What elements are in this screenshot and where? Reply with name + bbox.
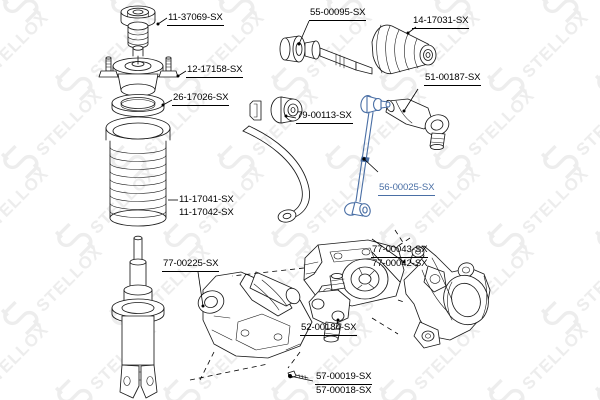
callout-26-17026-SX[interactable]: 26-17026-SX bbox=[172, 92, 230, 106]
callout-55-00095-SX[interactable]: 55-00095-SX bbox=[309, 7, 367, 21]
callout-code: 79-00113-SX bbox=[296, 110, 353, 124]
callout-code: 51-00187-SX bbox=[424, 72, 482, 86]
part-lower-control-arm bbox=[197, 271, 313, 359]
callout-77-00225-SX[interactable]: 77-00225-SX bbox=[162, 258, 220, 272]
callout-code: 77-00042-SX bbox=[372, 257, 428, 269]
part-12-17158-SX bbox=[98, 55, 179, 97]
boot-convolutions bbox=[109, 146, 167, 218]
callout-code: 12-17158-SX bbox=[186, 64, 244, 78]
callout-51-00187-SX[interactable]: 51-00187-SX bbox=[424, 72, 482, 86]
rack-boot-convolutions bbox=[376, 24, 419, 75]
part-56-00025-SX bbox=[344, 95, 391, 217]
callout-code: 52-00184-SX bbox=[300, 322, 358, 336]
callout-code: 57-00019-SX bbox=[315, 371, 373, 385]
part-55-00095-SX bbox=[279, 35, 373, 75]
mount-stud-left bbox=[98, 56, 119, 78]
callout-code: 11-37069-SX bbox=[167, 12, 224, 26]
mount-stud-right bbox=[158, 56, 179, 78]
part-strut-assembly bbox=[98, 5, 179, 399]
callout-code: 55-00095-SX bbox=[309, 7, 367, 21]
callout-56-00025-SX[interactable]: 56-00025-SX bbox=[378, 182, 436, 196]
callout-14-17031-SX[interactable]: 14-17031-SX bbox=[412, 15, 470, 29]
callout-code: 56-00025-SX bbox=[378, 182, 436, 196]
callout-code: 77-00225-SX bbox=[162, 258, 220, 272]
part-14-17031-SX bbox=[371, 24, 437, 75]
callout-57-00019-SX[interactable]: 57-00019-SX 57-00018-SX bbox=[315, 371, 373, 397]
part-26-17026-SX bbox=[111, 94, 165, 117]
callout-12-17158-SX[interactable]: 12-17158-SX bbox=[186, 64, 244, 78]
callout-code: 11-17041-SX bbox=[179, 194, 234, 205]
callout-11-37069-SX[interactable]: 11-37069-SX bbox=[167, 12, 224, 26]
part-77-00043-SX bbox=[303, 239, 405, 307]
callout-code: 77-00043-SX bbox=[371, 244, 429, 258]
part-79-00113-SX bbox=[249, 96, 303, 124]
callout-code: 57-00018-SX bbox=[316, 384, 372, 396]
part-11-17041-SX bbox=[105, 116, 171, 227]
callout-52-00184-SX[interactable]: 52-00184-SX bbox=[300, 322, 358, 336]
part-11-37069-SX bbox=[120, 5, 156, 57]
callout-code: 14-17031-SX bbox=[412, 15, 470, 29]
callout-77-00043-SX[interactable]: 77-00043-SX 77-00042-SX bbox=[371, 244, 429, 270]
callout-code: 26-17026-SX bbox=[172, 92, 230, 106]
part-stabilizer-bar bbox=[242, 125, 310, 223]
part-steering-knuckle bbox=[403, 245, 491, 349]
callout-11-17041-SX[interactable]: 11-17041-SX 11-17042-SX bbox=[178, 194, 235, 219]
callout-code: 11-17042-SX bbox=[179, 206, 234, 218]
callout-79-00113-SX[interactable]: 79-00113-SX bbox=[296, 110, 353, 124]
part-shock-absorber bbox=[111, 235, 165, 399]
leader-lines bbox=[156, 17, 419, 382]
